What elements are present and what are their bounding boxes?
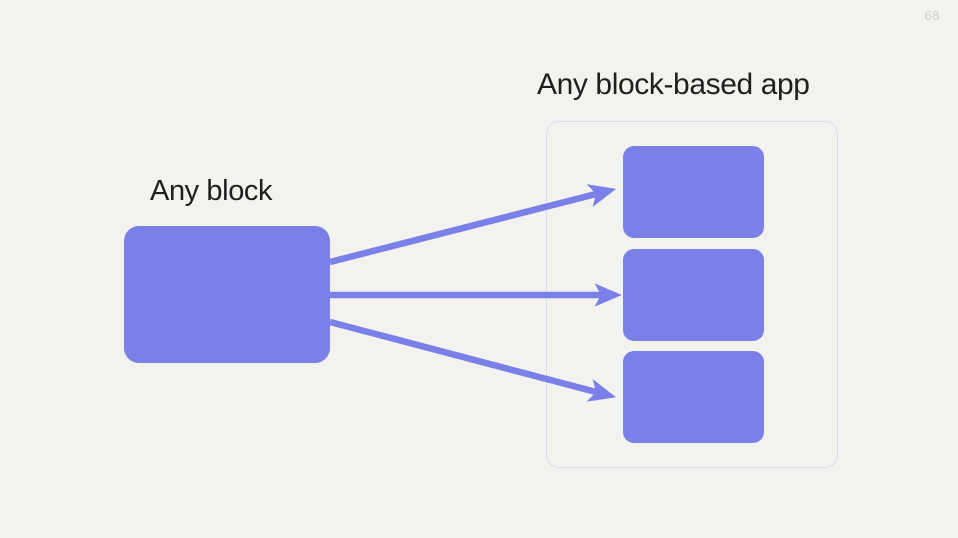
- source-block-label: Any block: [150, 175, 273, 207]
- target-block-3: [623, 351, 764, 443]
- source-block: [124, 226, 330, 363]
- page-number: 68: [924, 8, 940, 23]
- target-block-1: [623, 146, 764, 238]
- target-container: [546, 121, 838, 468]
- target-block-2: [623, 249, 764, 341]
- target-container-title: Any block-based app: [537, 68, 810, 101]
